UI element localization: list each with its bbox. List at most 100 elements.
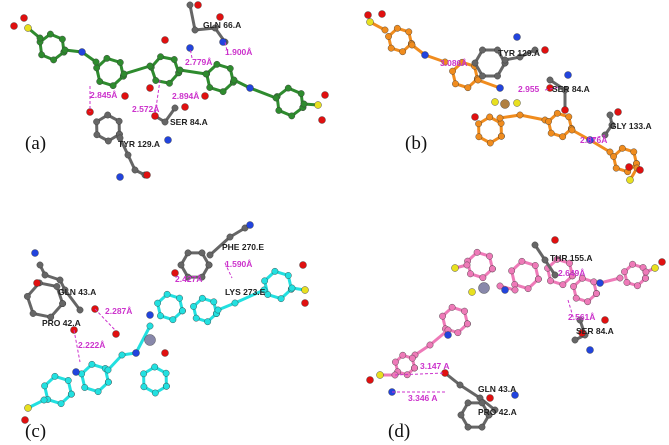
distance-label: 3.147 A xyxy=(420,361,450,371)
atom xyxy=(511,286,519,294)
atom xyxy=(164,136,172,144)
atom xyxy=(163,382,170,390)
atom xyxy=(94,388,102,396)
atom xyxy=(211,24,219,32)
atom xyxy=(491,406,499,414)
atom xyxy=(498,132,505,140)
atom xyxy=(636,166,644,174)
atom xyxy=(451,264,459,272)
atom xyxy=(116,134,124,142)
atom xyxy=(547,277,554,285)
atom xyxy=(571,336,579,344)
atom xyxy=(551,271,559,279)
atom xyxy=(479,46,486,54)
atom xyxy=(67,390,75,398)
hydrogen-bond xyxy=(224,262,233,279)
atom xyxy=(297,90,305,97)
atom xyxy=(31,249,39,257)
atom xyxy=(578,274,586,282)
atom xyxy=(578,329,586,337)
atom xyxy=(541,46,549,54)
distance-label: 2.572Å xyxy=(132,104,160,114)
atom xyxy=(421,51,429,59)
bond xyxy=(477,78,501,90)
distance-label: 2.287Å xyxy=(105,306,133,316)
residue-label: SER 84.A xyxy=(170,117,208,127)
atom xyxy=(23,293,31,300)
atom xyxy=(264,291,272,298)
atom xyxy=(318,116,326,124)
atom xyxy=(116,173,124,181)
atom xyxy=(261,277,269,285)
atom xyxy=(24,404,32,412)
atom xyxy=(161,349,169,357)
atom xyxy=(192,314,200,322)
atom xyxy=(464,84,472,92)
atom xyxy=(198,294,206,302)
atom xyxy=(226,65,234,72)
bond xyxy=(459,383,481,400)
atom xyxy=(246,221,254,229)
atom xyxy=(475,120,482,128)
bond xyxy=(134,325,152,354)
atom xyxy=(213,60,221,68)
atom xyxy=(115,117,123,125)
atom xyxy=(301,286,309,294)
atom xyxy=(584,298,592,306)
atom xyxy=(457,411,465,419)
atom xyxy=(161,36,169,44)
atom xyxy=(146,322,154,330)
atom xyxy=(41,382,49,390)
distance-label: 2.561Å xyxy=(568,312,596,322)
atom xyxy=(475,133,483,141)
atom xyxy=(464,399,472,407)
atom xyxy=(186,1,194,9)
atom xyxy=(623,279,631,286)
atom xyxy=(494,72,501,80)
residue-label: SER 84.A xyxy=(552,84,590,94)
atom xyxy=(473,248,481,256)
atom xyxy=(284,272,292,279)
bond xyxy=(589,138,611,154)
atom xyxy=(314,101,322,109)
atom xyxy=(81,384,89,391)
hydrogen-bond xyxy=(544,86,561,91)
atom xyxy=(219,38,227,46)
atom xyxy=(546,76,554,84)
atom xyxy=(541,256,549,264)
atom xyxy=(56,276,64,284)
hydrogen-bond xyxy=(394,372,446,376)
atom xyxy=(151,389,159,397)
atom xyxy=(586,136,594,144)
atom xyxy=(606,148,614,156)
atom xyxy=(564,71,572,79)
distance-label: 2.876Å xyxy=(580,135,608,145)
residue-label: SER 84.A xyxy=(576,326,614,336)
atom xyxy=(284,84,292,92)
atom xyxy=(618,144,626,152)
atom xyxy=(41,271,49,279)
hydrogen-bond xyxy=(224,41,229,56)
atom xyxy=(448,303,456,311)
atom xyxy=(458,58,466,66)
atom xyxy=(179,307,186,315)
residue-label: TYR 129.A xyxy=(498,48,541,58)
distance-label: 2.894Å xyxy=(172,91,200,101)
atom xyxy=(171,104,179,112)
residue-label: GLN 43.A xyxy=(478,384,517,394)
atom xyxy=(614,108,622,116)
atom xyxy=(572,294,580,302)
atom xyxy=(103,54,111,62)
atom xyxy=(385,33,392,40)
atom xyxy=(534,275,542,283)
atom xyxy=(545,118,552,125)
atom xyxy=(157,312,164,320)
distance-label: 3.086Å xyxy=(440,58,468,68)
atom xyxy=(59,300,67,307)
atom xyxy=(546,84,554,92)
residue-label: THR 155.A xyxy=(550,253,593,263)
distance-label: 1.590Å xyxy=(225,259,253,269)
atom xyxy=(610,153,617,160)
panel-label-b: (b) xyxy=(405,133,428,154)
atom xyxy=(500,99,510,109)
